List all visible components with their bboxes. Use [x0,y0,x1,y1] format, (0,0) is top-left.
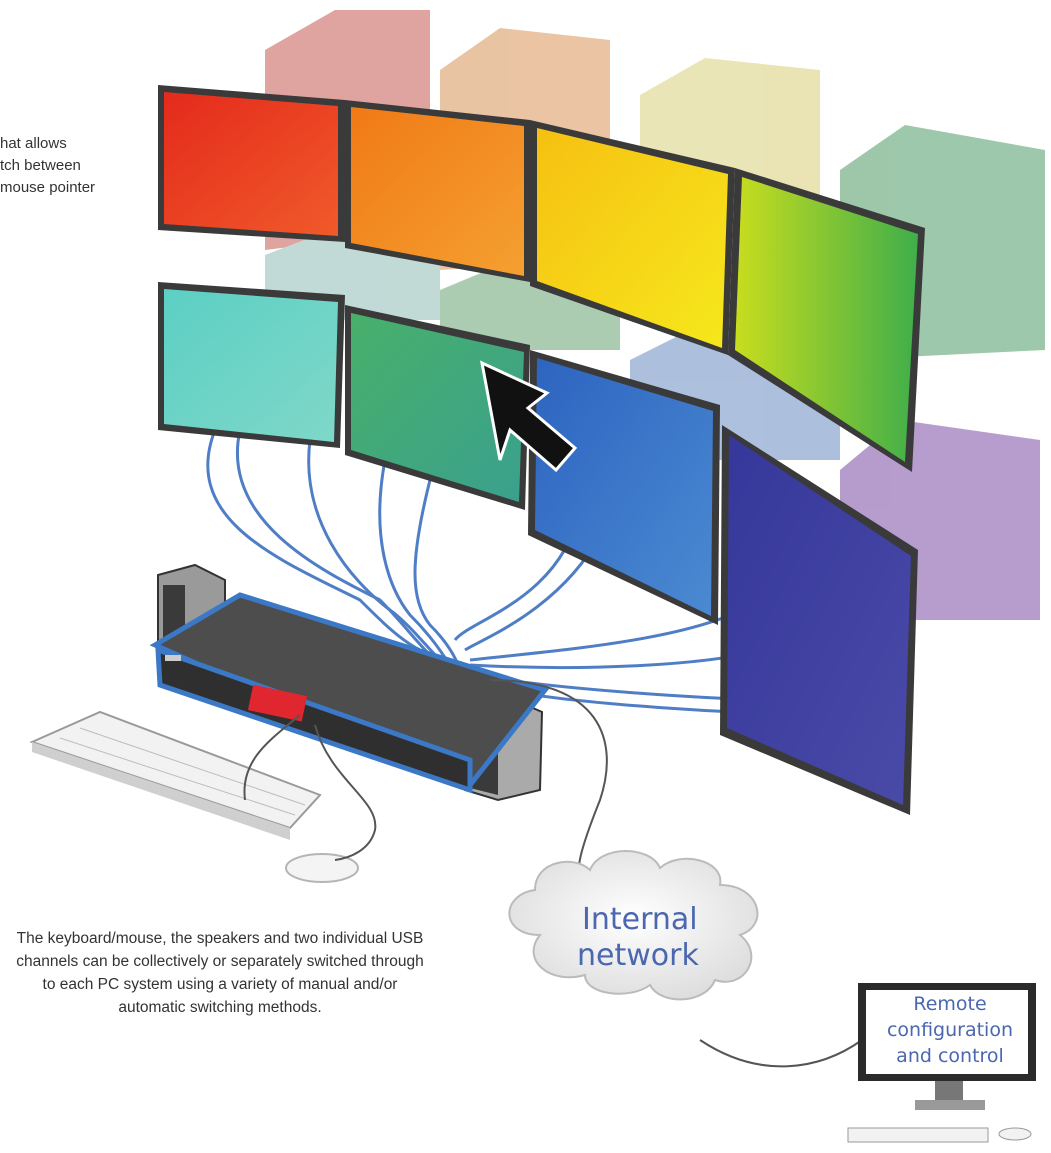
remote-pc [847,983,1036,1143]
monitor-orange [345,100,530,282]
intro-line-2: tch between [0,157,81,174]
remote-label-line-1: Remote [913,993,987,1015]
network-label-line-2: network [577,938,699,973]
network-label-line-1: Internal [582,902,698,937]
monitor-red [158,85,345,242]
keyboard [29,710,322,840]
intro-line-1: hat allows [0,135,67,152]
mouse [285,853,359,883]
intro-line-3: mouse pointer [0,179,96,196]
monitor-lime [728,168,925,472]
network-cloud [508,850,759,1001]
kvm-switch-box [149,592,550,794]
remote-keyboard [847,1127,989,1143]
switching-description: The keyboard/mouse, the speakers and two… [16,930,424,1016]
remote-label-line-2: configuration [886,1019,1014,1041]
monitor-green [345,305,530,510]
monitor-yellow [530,120,735,355]
remote-mouse [998,1127,1032,1141]
intro-text: hat allows tch between mouse pointer [0,133,95,199]
monitor-blue [528,350,720,625]
monitor-cyan [158,282,345,448]
monitor-indigo [720,425,918,815]
remote-label-line-3: and control [896,1045,1004,1067]
mouse-pointer-icon [479,360,578,473]
